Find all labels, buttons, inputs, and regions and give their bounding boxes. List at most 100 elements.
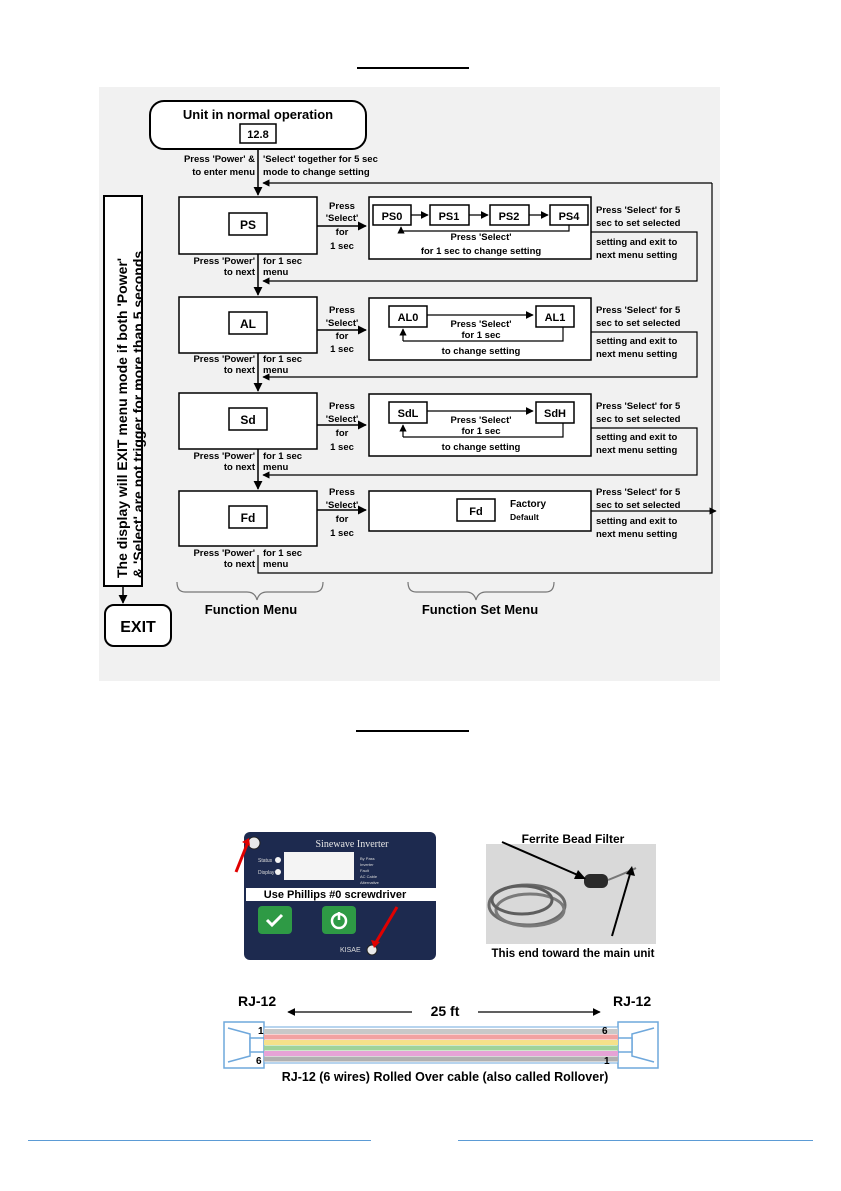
svg-text:'Select': 'Select'	[326, 414, 359, 425]
ferrite-caption: This end toward the main unit	[492, 948, 655, 960]
svg-text:for 1 sec: for 1 sec	[461, 426, 500, 437]
option-al0: AL0	[398, 312, 419, 324]
svg-text:for: for	[336, 227, 349, 238]
svg-text:6: 6	[256, 1056, 262, 1067]
svg-text:for 1 sec to change setting: for 1 sec to change setting	[421, 246, 542, 257]
svg-text:1 sec: 1 sec	[330, 528, 354, 539]
svg-text:Press 'Power': Press 'Power'	[193, 256, 255, 267]
footer-rule-right	[458, 1140, 813, 1141]
svg-text:menu: menu	[263, 462, 289, 473]
cable-wires	[264, 1029, 618, 1062]
svg-text:next menu setting: next menu setting	[596, 250, 677, 261]
svg-text:to change setting: to change setting	[442, 346, 521, 357]
function-menu-label: Function Menu	[205, 602, 297, 617]
svg-text:6: 6	[602, 1026, 608, 1037]
svg-text:By Pass: By Pass	[360, 856, 375, 861]
option-sdh: SdH	[544, 408, 566, 420]
svg-text:Press: Press	[329, 401, 355, 412]
svg-text:'Select': 'Select'	[326, 213, 359, 224]
svg-text:for: for	[336, 514, 349, 525]
svg-text:setting and exit to: setting and exit to	[596, 432, 677, 443]
svg-text:for: for	[336, 428, 349, 439]
svg-text:Press 'Select': Press 'Select'	[450, 415, 511, 426]
svg-text:Press 'Select': Press 'Select'	[450, 319, 511, 330]
section-heading-underline-middle	[356, 730, 469, 732]
svg-text:Press: Press	[329, 201, 355, 212]
svg-text:Press 'Power': Press 'Power'	[193, 451, 255, 462]
svg-text:Press 'Select' for 5: Press 'Select' for 5	[596, 487, 681, 498]
svg-text:'Select': 'Select'	[326, 318, 359, 329]
svg-text:next menu setting: next menu setting	[596, 529, 677, 540]
svg-text:Fault: Fault	[360, 868, 370, 873]
rj12-rollover-cable-diagram: RJ-12 RJ-12 25 ft 1 6 6 1 RJ-12 (6 wires…	[223, 993, 659, 1084]
svg-text:1 sec: 1 sec	[330, 241, 354, 252]
menu-label-sd: Sd	[240, 413, 255, 427]
enter-menu-text-1a: Press 'Power' &	[184, 154, 255, 165]
svg-text:setting and exit to: setting and exit to	[596, 237, 677, 248]
svg-text:1 sec: 1 sec	[330, 442, 354, 453]
cable-wire	[264, 1034, 618, 1040]
svg-text:Alternative: Alternative	[360, 880, 380, 885]
svg-text:1: 1	[258, 1026, 264, 1037]
option-sdl: SdL	[398, 408, 419, 420]
enter-menu-text-2a: to enter menu	[192, 167, 255, 178]
enter-menu-text-2b: mode to change setting	[263, 167, 370, 178]
inverter-panel-photo: Sinewave Inverter Status Display By Pass…	[232, 830, 438, 962]
cable-wire	[264, 1051, 618, 1056]
svg-text:Press 'Select': Press 'Select'	[450, 232, 511, 243]
menu-label-fd: Fd	[241, 511, 256, 525]
svg-text:menu: menu	[263, 559, 289, 570]
rj12-right-label: RJ-12	[613, 993, 651, 1009]
inverter-title: Sinewave Inverter	[315, 839, 389, 850]
svg-text:Inverter: Inverter	[360, 862, 374, 867]
cable-caption: RJ-12 (6 wires) Rolled Over cable (also …	[282, 1070, 609, 1084]
svg-text:Press 'Select' for 5: Press 'Select' for 5	[596, 401, 681, 412]
svg-text:menu: menu	[263, 365, 289, 376]
svg-text:AC Cable: AC Cable	[360, 874, 378, 879]
svg-text:Status: Status	[258, 858, 273, 864]
option-al1: AL1	[545, 312, 566, 324]
menu-label-al: AL	[240, 317, 256, 331]
svg-text:Press 'Select' for 5: Press 'Select' for 5	[596, 205, 681, 216]
svg-text:KISAE: KISAE	[340, 947, 361, 954]
cable-length: 25 ft	[431, 1003, 460, 1019]
svg-text:menu: menu	[263, 267, 289, 278]
normal-operation-value-box	[239, 123, 277, 144]
svg-text:1: 1	[604, 1056, 610, 1067]
svg-text:to next: to next	[224, 267, 256, 278]
svg-text:for 1 sec: for 1 sec	[263, 451, 302, 462]
cable-wire	[264, 1029, 618, 1034]
ferrite-title: Ferrite Bead Filter	[522, 832, 625, 846]
svg-text:1 sec: 1 sec	[330, 344, 354, 355]
section-heading-underline-top	[357, 67, 469, 69]
option-ps2: PS2	[499, 211, 520, 223]
cable-wire	[264, 1056, 618, 1062]
flowchart-panel	[99, 87, 720, 681]
exit-condition-line1: The display will EXIT menu mode if both …	[114, 258, 130, 578]
svg-text:to next: to next	[224, 365, 256, 376]
option-ps4: PS4	[559, 211, 581, 223]
ferrite-bead-icon	[584, 874, 608, 888]
svg-text:sec to set selected: sec to set selected	[596, 218, 681, 229]
svg-text:Press 'Power': Press 'Power'	[193, 548, 255, 559]
exit-box	[104, 604, 172, 647]
svg-text:for 1 sec: for 1 sec	[461, 330, 500, 341]
rj12-left-label: RJ-12	[238, 993, 276, 1009]
function-set-menu-label: Function Set Menu	[422, 602, 538, 617]
svg-text:sec to set selected: sec to set selected	[596, 318, 681, 329]
svg-text:Display: Display	[258, 870, 275, 876]
menu-flowchart: Unit in normal operation 12.8 Press 'Pow…	[103, 100, 717, 647]
option-ps0: PS0	[382, 211, 403, 223]
exit-condition-box	[103, 195, 143, 587]
normal-operation-value: 12.8	[247, 129, 268, 141]
svg-text:next menu setting: next menu setting	[596, 445, 677, 456]
svg-text:Default: Default	[510, 512, 539, 522]
menu-label-ps: PS	[240, 218, 256, 232]
option-ps1: PS1	[439, 211, 460, 223]
cable-wire	[264, 1040, 618, 1045]
option-fd: Fd	[469, 506, 482, 518]
svg-text:Factory: Factory	[510, 499, 547, 510]
svg-text:Press 'Select' for 5: Press 'Select' for 5	[596, 305, 681, 316]
svg-text:to next: to next	[224, 462, 256, 473]
footer-rule-left	[28, 1140, 371, 1141]
